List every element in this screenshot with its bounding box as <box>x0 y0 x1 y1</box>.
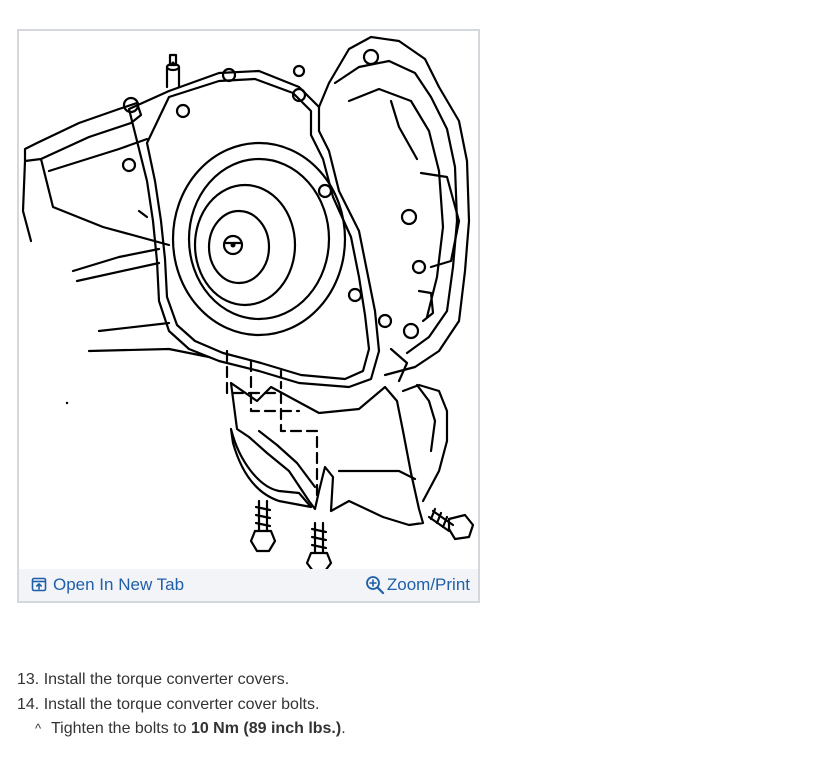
substep-tighten-bolts: ^ Tighten the bolts to 10 Nm (89 inch lbs… <box>17 717 346 742</box>
step-14: 14. Install the torque converter cover b… <box>17 693 346 718</box>
open-in-new-tab-label: Open In New Tab <box>53 575 185 594</box>
step-text: Install the torque converter covers. <box>43 671 290 688</box>
figure-container: Open In New Tab Zoom/Print <box>17 29 480 603</box>
substep-text-before: Tighten the bolts to <box>51 720 191 737</box>
torque-value: 10 Nm (89 inch lbs.) <box>190 720 342 737</box>
step-13: 13. Install the torque converter covers. <box>17 668 346 693</box>
step-number: 13. <box>17 671 40 688</box>
step-text: Install the torque converter cover bolts… <box>43 695 320 713</box>
open-in-new-tab-icon <box>31 577 47 592</box>
step-number: 14. <box>17 695 40 713</box>
zoom-print-link[interactable]: Zoom/Print <box>365 574 470 596</box>
substep-marker: ^ <box>35 721 42 736</box>
open-in-new-tab-link[interactable]: Open In New Tab <box>31 574 184 596</box>
zoom-in-icon <box>365 576 384 595</box>
zoom-print-label: Zoom/Print <box>386 575 470 594</box>
figure-toolbar: Open In New Tab Zoom/Print <box>19 569 478 601</box>
substep-text-after: . <box>341 720 346 737</box>
instruction-steps: 13. Install the torque converter covers.… <box>17 668 346 742</box>
torque-converter-diagram <box>21 35 475 571</box>
